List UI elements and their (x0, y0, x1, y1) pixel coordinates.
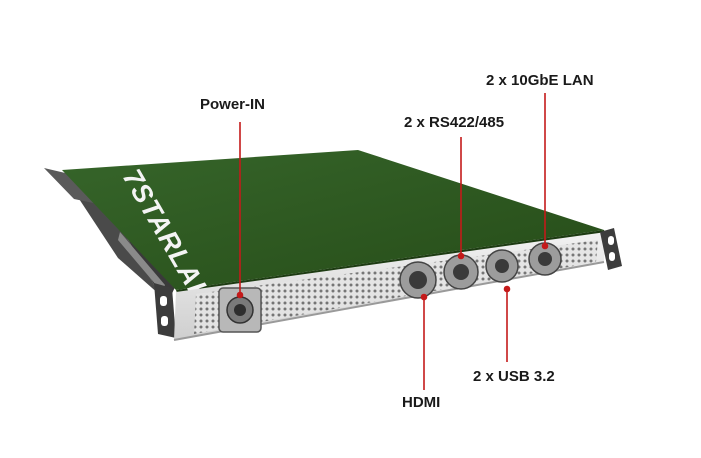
callout-power-in: Power-IN (200, 96, 266, 113)
ear-screw-hole (161, 316, 168, 326)
ear-screw-hole (608, 236, 614, 245)
callout-lan-10gbe: 2 x 10GbE LAN (486, 72, 594, 89)
chassis-top-cover (62, 150, 604, 290)
usb32-connector (485, 249, 519, 283)
lan-10gbe-connector (528, 242, 562, 276)
right-rack-ear (600, 228, 622, 270)
ear-screw-hole (160, 296, 167, 306)
rs422-485-connector (443, 254, 479, 290)
power-in-connector (218, 287, 262, 333)
callout-rs422-485: 2 x RS422/485 (404, 114, 505, 131)
ear-screw-hole (609, 252, 615, 261)
callout-usb32: 2 x USB 3.2 (473, 368, 555, 385)
hdmi-connector (399, 261, 437, 299)
callout-hdmi: HDMI (402, 394, 441, 411)
